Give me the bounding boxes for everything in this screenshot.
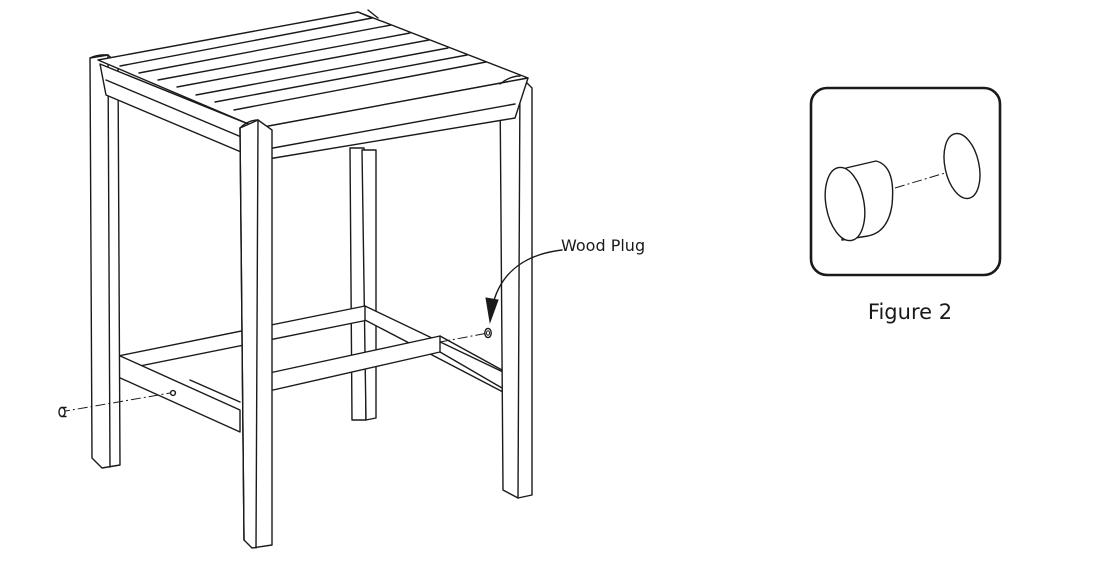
seat-slats <box>119 17 487 111</box>
figure-2-caption: Figure 2 <box>868 300 952 324</box>
callout-label: Wood Plug <box>561 236 645 255</box>
wood-plug-callout: Wood Plug <box>485 236 645 324</box>
back-left-leg-front <box>89 54 121 469</box>
figure-2-axis <box>894 163 976 189</box>
wood-plug-left <box>58 406 67 418</box>
callout-arrow <box>491 249 563 309</box>
front-right-leg <box>499 75 533 499</box>
bar-stool-drawing <box>89 9 533 549</box>
plug-hole-left <box>169 389 177 397</box>
wood-plug-right <box>484 327 492 339</box>
callout-arrowhead <box>485 297 499 324</box>
plug-hole-detail <box>943 132 981 200</box>
right-plug-axis <box>439 332 489 343</box>
front-stretcher <box>259 335 441 394</box>
figure-2-inset: Figure 2 <box>809 86 1002 324</box>
left-plug-axis <box>59 391 177 413</box>
plug-detail <box>824 160 894 242</box>
